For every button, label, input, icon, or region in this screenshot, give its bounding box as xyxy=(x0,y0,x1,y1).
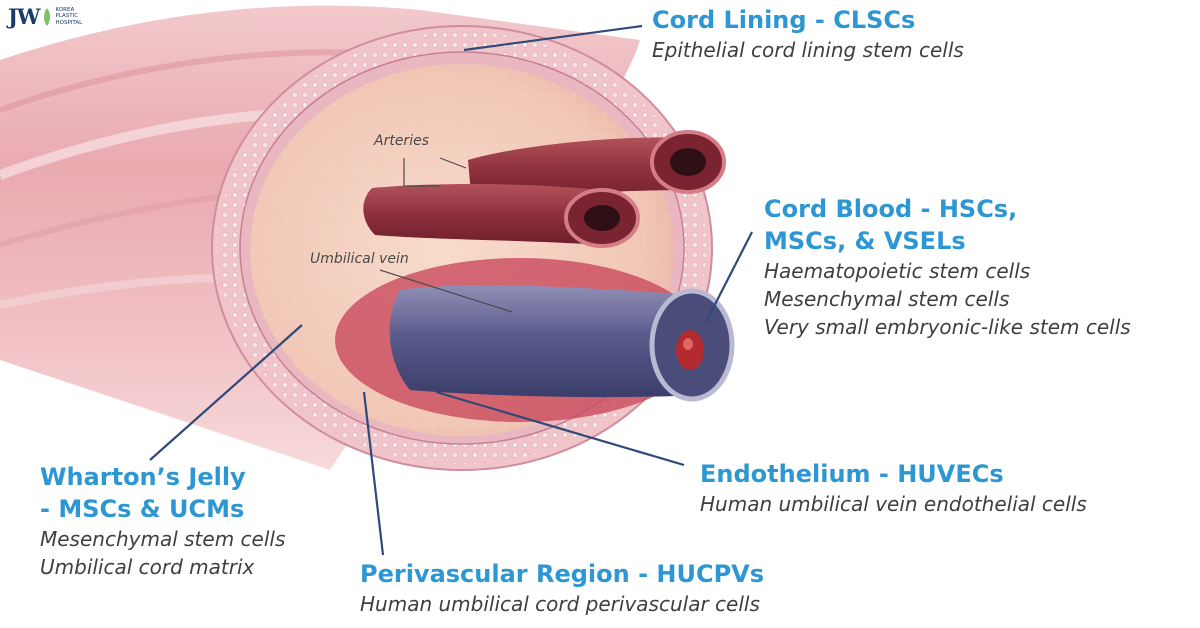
callout-title: MSCs, & VSELs xyxy=(764,227,966,255)
callout-title: Endothelium - HUVECs xyxy=(700,460,1004,488)
artery-lower-lumen xyxy=(584,205,620,231)
callout-title: Cord Lining - CLSCs xyxy=(652,6,916,34)
umbilical-vein-lumen xyxy=(676,330,704,370)
umbilical-vein-label: Umbilical vein xyxy=(310,251,409,267)
callout-description: Human umbilical cord perivascular cells xyxy=(360,592,760,616)
callout-cord-lining: Cord Lining - CLSCs Epithelial cord lini… xyxy=(652,4,964,64)
leader-line-whartons-jelly xyxy=(149,324,303,461)
callout-whartons-jelly: Wharton’s Jelly - MSCs & UCMs Mesenchyma… xyxy=(40,461,285,581)
artery-lower xyxy=(363,184,602,245)
leader-line-arteries-2 xyxy=(439,157,467,169)
leader-line-cord-lining xyxy=(463,24,643,52)
callout-endothelium: Endothelium - HUVECs Human umbilical vei… xyxy=(700,458,1087,518)
callout-title: Wharton’s Jelly xyxy=(40,463,246,491)
callout-description: Epithelial cord lining stem cells xyxy=(652,38,964,62)
logo-text-line: HOSPITAL xyxy=(55,19,83,26)
logo-mark: JW xyxy=(8,4,41,29)
callout-title: Perivascular Region - HUCPVs xyxy=(360,560,765,588)
leader-line-arteries xyxy=(403,158,440,187)
callout-title: - MSCs & UCMs xyxy=(40,495,245,523)
logo-text-line: PLASTIC xyxy=(55,13,79,20)
callout-description: Umbilical cord matrix xyxy=(40,555,255,579)
leaf-icon xyxy=(43,7,50,26)
arteries-label: Arteries xyxy=(374,133,429,149)
umbilical-vein xyxy=(389,285,700,398)
leader-lines xyxy=(149,24,753,556)
callout-description: Very small embryonic-like stem cells xyxy=(764,315,1131,339)
logo-text: KOREA PLASTIC HOSPITAL xyxy=(56,7,83,27)
logo-text-line: KOREA xyxy=(55,6,75,13)
leader-line-cord-blood xyxy=(705,231,753,323)
callout-cord-blood: Cord Blood - HSCs, MSCs, & VSELs Haemato… xyxy=(764,193,1131,341)
leader-line-umbilical-vein xyxy=(379,269,513,313)
hospital-logo: JW KOREA PLASTIC HOSPITAL xyxy=(8,6,82,27)
leader-line-perivascular xyxy=(362,391,385,556)
callout-title: Cord Blood - HSCs, xyxy=(764,195,1018,223)
callout-description: Human umbilical vein endothelial cells xyxy=(700,492,1087,516)
small-leader-lines xyxy=(379,157,513,313)
callout-perivascular: Perivascular Region - HUCPVs Human umbil… xyxy=(360,558,764,618)
umbilical-vein-lumen-highlight xyxy=(683,338,693,350)
leader-line-endothelium xyxy=(435,390,685,467)
artery-upper-lumen xyxy=(670,148,706,176)
callout-description: Mesenchymal stem cells xyxy=(764,287,1010,311)
callout-description: Mesenchymal stem cells xyxy=(40,527,286,551)
callout-description: Haematopoietic stem cells xyxy=(764,259,1031,283)
